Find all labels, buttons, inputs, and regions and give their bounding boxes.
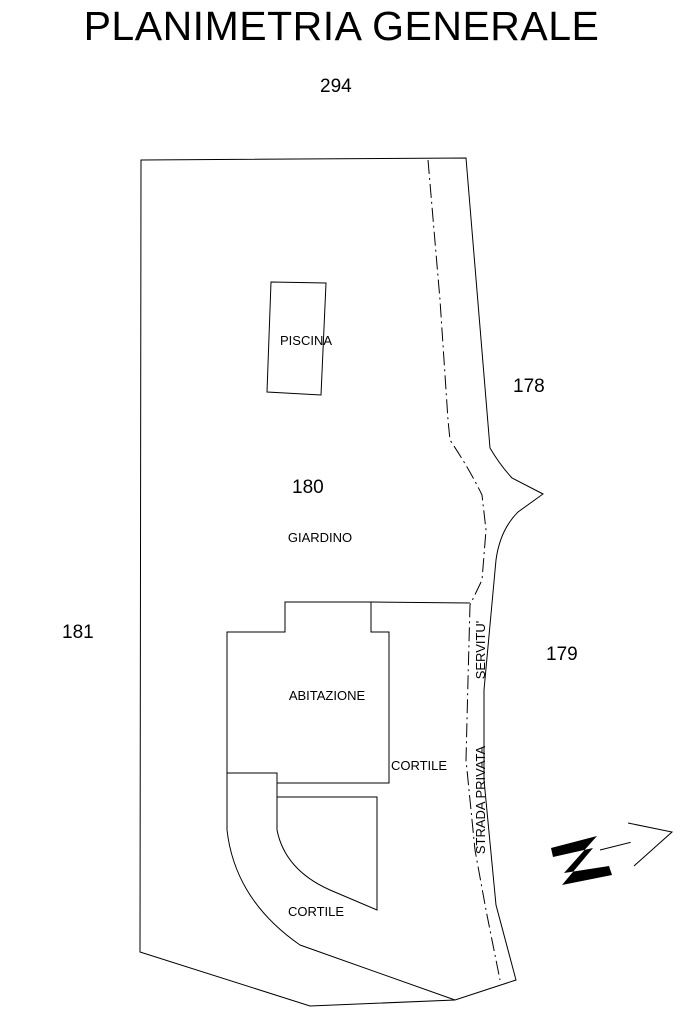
- courtyard-upper-label: CORTILE: [391, 758, 447, 773]
- easement-label: SERVITU': [473, 621, 488, 680]
- road-centerline: [427, 159, 501, 981]
- pool-label: PISCINA: [280, 333, 332, 348]
- parcel-number-west: 181: [62, 622, 94, 643]
- garden-label: GIARDINO: [288, 530, 352, 545]
- parcel-number-east-upper: 178: [513, 376, 545, 397]
- driveway-inner: [276, 783, 378, 911]
- courtyard-lower-label: CORTILE: [288, 904, 344, 919]
- pool-outline: [266, 281, 327, 396]
- parcel-number-north: 294: [320, 76, 352, 97]
- garden-court-divider: [370, 601, 471, 604]
- north-arrow-icon: [551, 822, 674, 885]
- parcel-number-main: 180: [292, 477, 324, 498]
- page-title: PLANIMETRIA GENERALE: [83, 3, 600, 49]
- parcel-number-east-lower: 179: [546, 644, 578, 665]
- house-label: ABITAZIONE: [289, 688, 366, 703]
- private-road-label: STRADA PRIVATA: [473, 745, 488, 854]
- house-outline: [226, 601, 390, 784]
- driveway-outer: [226, 773, 456, 1001]
- lot-boundary: [139, 157, 544, 1007]
